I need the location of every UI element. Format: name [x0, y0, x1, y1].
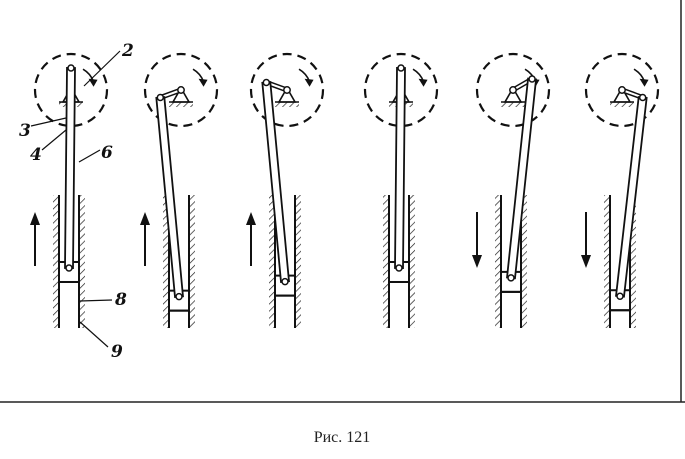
crank-center-pin	[509, 86, 517, 94]
crank-center-pin	[618, 86, 626, 94]
leader-joint	[41, 129, 67, 151]
motion-arrow-up	[140, 212, 150, 225]
stage-1	[30, 52, 109, 328]
piston-pin	[65, 264, 73, 272]
bearing-ground	[610, 102, 634, 107]
part-labels: 2 3 4 6 8 9	[19, 41, 134, 362]
piston-pin	[395, 264, 403, 272]
crank-center-pin	[177, 86, 185, 94]
cylinder-wall-right-hatch	[630, 195, 636, 328]
cylinder-wall-left-hatch	[495, 195, 501, 328]
stage-5	[472, 52, 551, 328]
connecting-rod	[64, 67, 76, 269]
cylinder-wall-right-hatch	[189, 195, 195, 328]
crank-rod-joint	[67, 64, 75, 72]
crank-center-pin	[283, 86, 291, 94]
label-joint: 4	[30, 145, 42, 165]
crank-rod-joint	[156, 93, 165, 102]
leader-crank	[30, 117, 67, 127]
cylinder-wall-right-hatch	[295, 195, 301, 328]
crank-rod-joint	[397, 64, 405, 72]
leader-piston	[79, 299, 113, 302]
rotation-arrowhead	[639, 78, 649, 87]
stage-6	[581, 52, 660, 328]
piston-pin	[616, 292, 624, 300]
motion-arrow-down	[581, 255, 591, 268]
cylinder-wall-left-hatch	[163, 195, 169, 328]
mechanism-stages	[30, 52, 660, 328]
bearing-ground	[169, 102, 193, 107]
figure-caption: Рис. 121	[314, 429, 371, 446]
rotation-arrowhead	[88, 78, 98, 87]
crank-path-circle	[143, 52, 219, 128]
piston-pin	[281, 277, 289, 286]
leader-cylinder	[79, 321, 109, 348]
label-cylinder: 9	[111, 342, 123, 362]
cylinder-wall-right-hatch	[521, 195, 527, 328]
motion-arrow-up	[30, 212, 40, 225]
crank-path-circle	[33, 52, 109, 128]
stage-3	[246, 52, 325, 328]
rotation-arrowhead	[418, 78, 428, 87]
cylinder-wall-left-hatch	[383, 195, 389, 328]
label-crank-pin: 2	[121, 41, 134, 61]
crank-path-circle	[584, 52, 660, 128]
motion-arrow-up	[246, 212, 256, 225]
bearing-ground	[275, 102, 299, 107]
label-piston: 8	[114, 290, 127, 310]
cylinder-wall-left-hatch	[269, 195, 275, 328]
crank-rod-joint	[262, 78, 271, 87]
crank-path-circle	[475, 52, 551, 128]
crank-rod-joint	[638, 93, 647, 102]
crank-rod-joint	[528, 75, 536, 83]
stage-2	[140, 52, 219, 328]
cylinder-wall-left-hatch	[53, 195, 59, 328]
leader-rod	[78, 149, 101, 163]
label-crank: 3	[19, 121, 31, 141]
bearing-ground	[501, 102, 525, 107]
connecting-rod	[394, 67, 406, 269]
rotation-arrowhead	[198, 78, 208, 87]
label-rod: 6	[101, 143, 113, 163]
cylinder-wall-right-hatch	[409, 195, 415, 328]
crank-path-circle	[249, 52, 325, 128]
piston-pin	[175, 292, 183, 301]
cylinder-wall-right-hatch	[79, 195, 85, 328]
cylinder-wall-left-hatch	[604, 195, 610, 328]
crank-path-circle	[363, 52, 439, 128]
stage-4	[363, 52, 439, 328]
rotation-arrowhead	[304, 78, 314, 87]
piston-pin	[507, 274, 515, 282]
leader-crank-pin	[83, 50, 121, 87]
motion-arrow-down	[472, 255, 482, 268]
